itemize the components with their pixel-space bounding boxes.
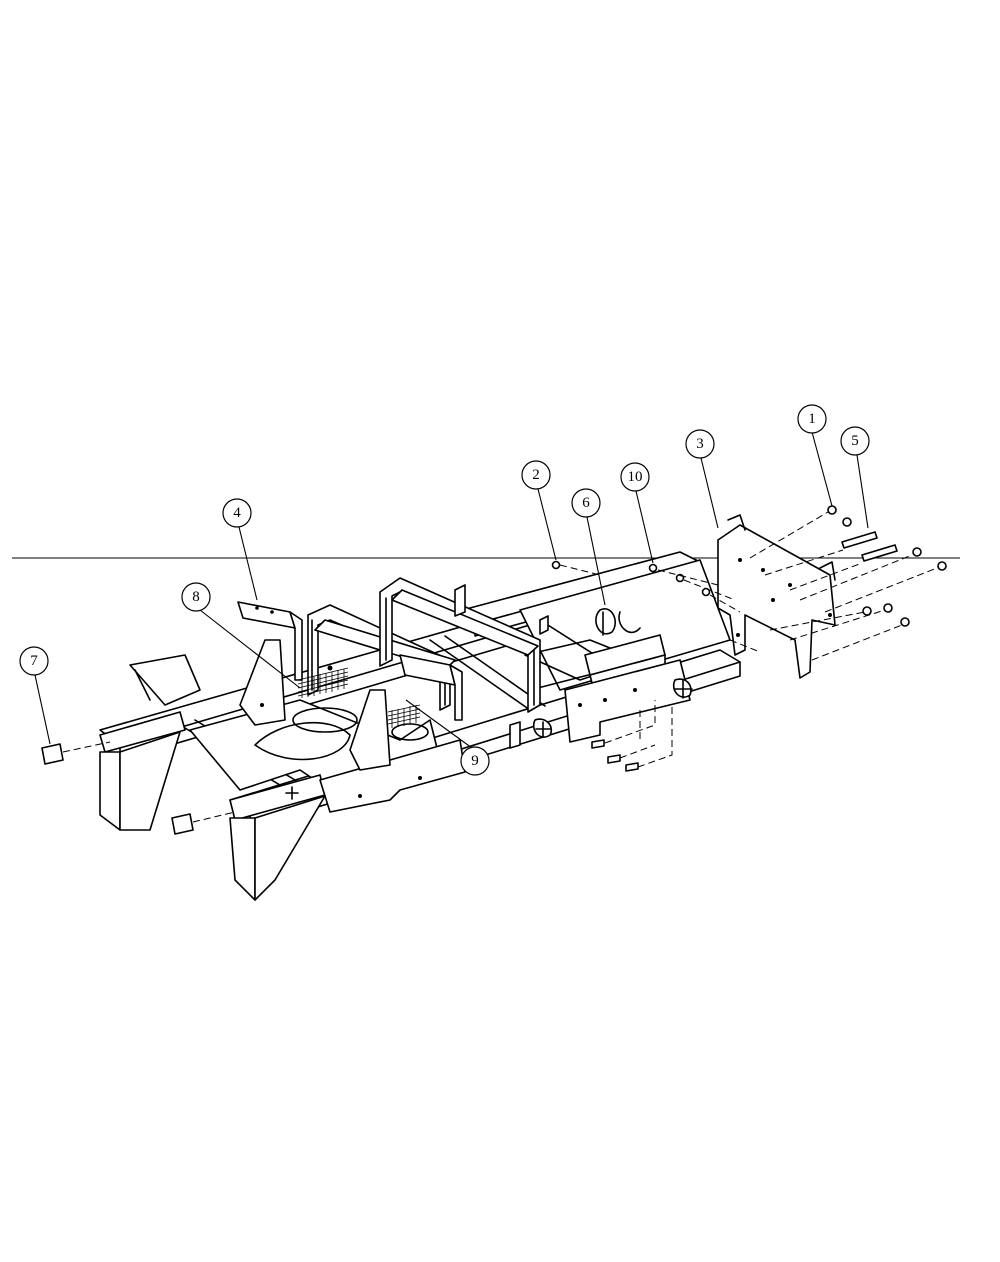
callout-3-label: 3 <box>696 436 704 452</box>
seat-bracket-left <box>237 601 303 726</box>
callout-8: 8 <box>181 582 211 612</box>
hitch-assembly <box>564 608 693 743</box>
callout-10-label: 10 <box>628 469 643 485</box>
callout-3: 3 <box>685 429 715 459</box>
callout-2: 2 <box>521 460 551 490</box>
callout-1-label: 1 <box>808 411 816 427</box>
left-caster-leg <box>99 654 201 831</box>
rear-bumper-plate <box>717 514 836 679</box>
callout-8-label: 8 <box>192 589 200 605</box>
callout-7: 7 <box>19 646 49 676</box>
callout-6: 6 <box>571 488 601 518</box>
callout-1: 1 <box>797 404 827 434</box>
springs <box>297 667 421 728</box>
leader-lines <box>34 431 869 749</box>
callout-4-label: 4 <box>233 505 241 521</box>
hardware <box>41 505 947 835</box>
callout-9-label: 9 <box>471 753 479 769</box>
seat-bracket-right <box>349 654 463 771</box>
callout-4: 4 <box>222 498 252 528</box>
callout-9: 9 <box>460 746 490 776</box>
side-plate <box>319 739 466 813</box>
rail-tabs <box>454 584 553 749</box>
right-caster-leg <box>229 774 326 901</box>
callout-6-label: 6 <box>582 495 590 511</box>
callout-10: 10 <box>620 462 650 492</box>
callout-5-label: 5 <box>851 433 859 449</box>
callout-2-label: 2 <box>532 467 540 483</box>
assembly-lines <box>62 511 938 823</box>
callout-5: 5 <box>840 426 870 456</box>
callout-7-label: 7 <box>30 653 38 669</box>
